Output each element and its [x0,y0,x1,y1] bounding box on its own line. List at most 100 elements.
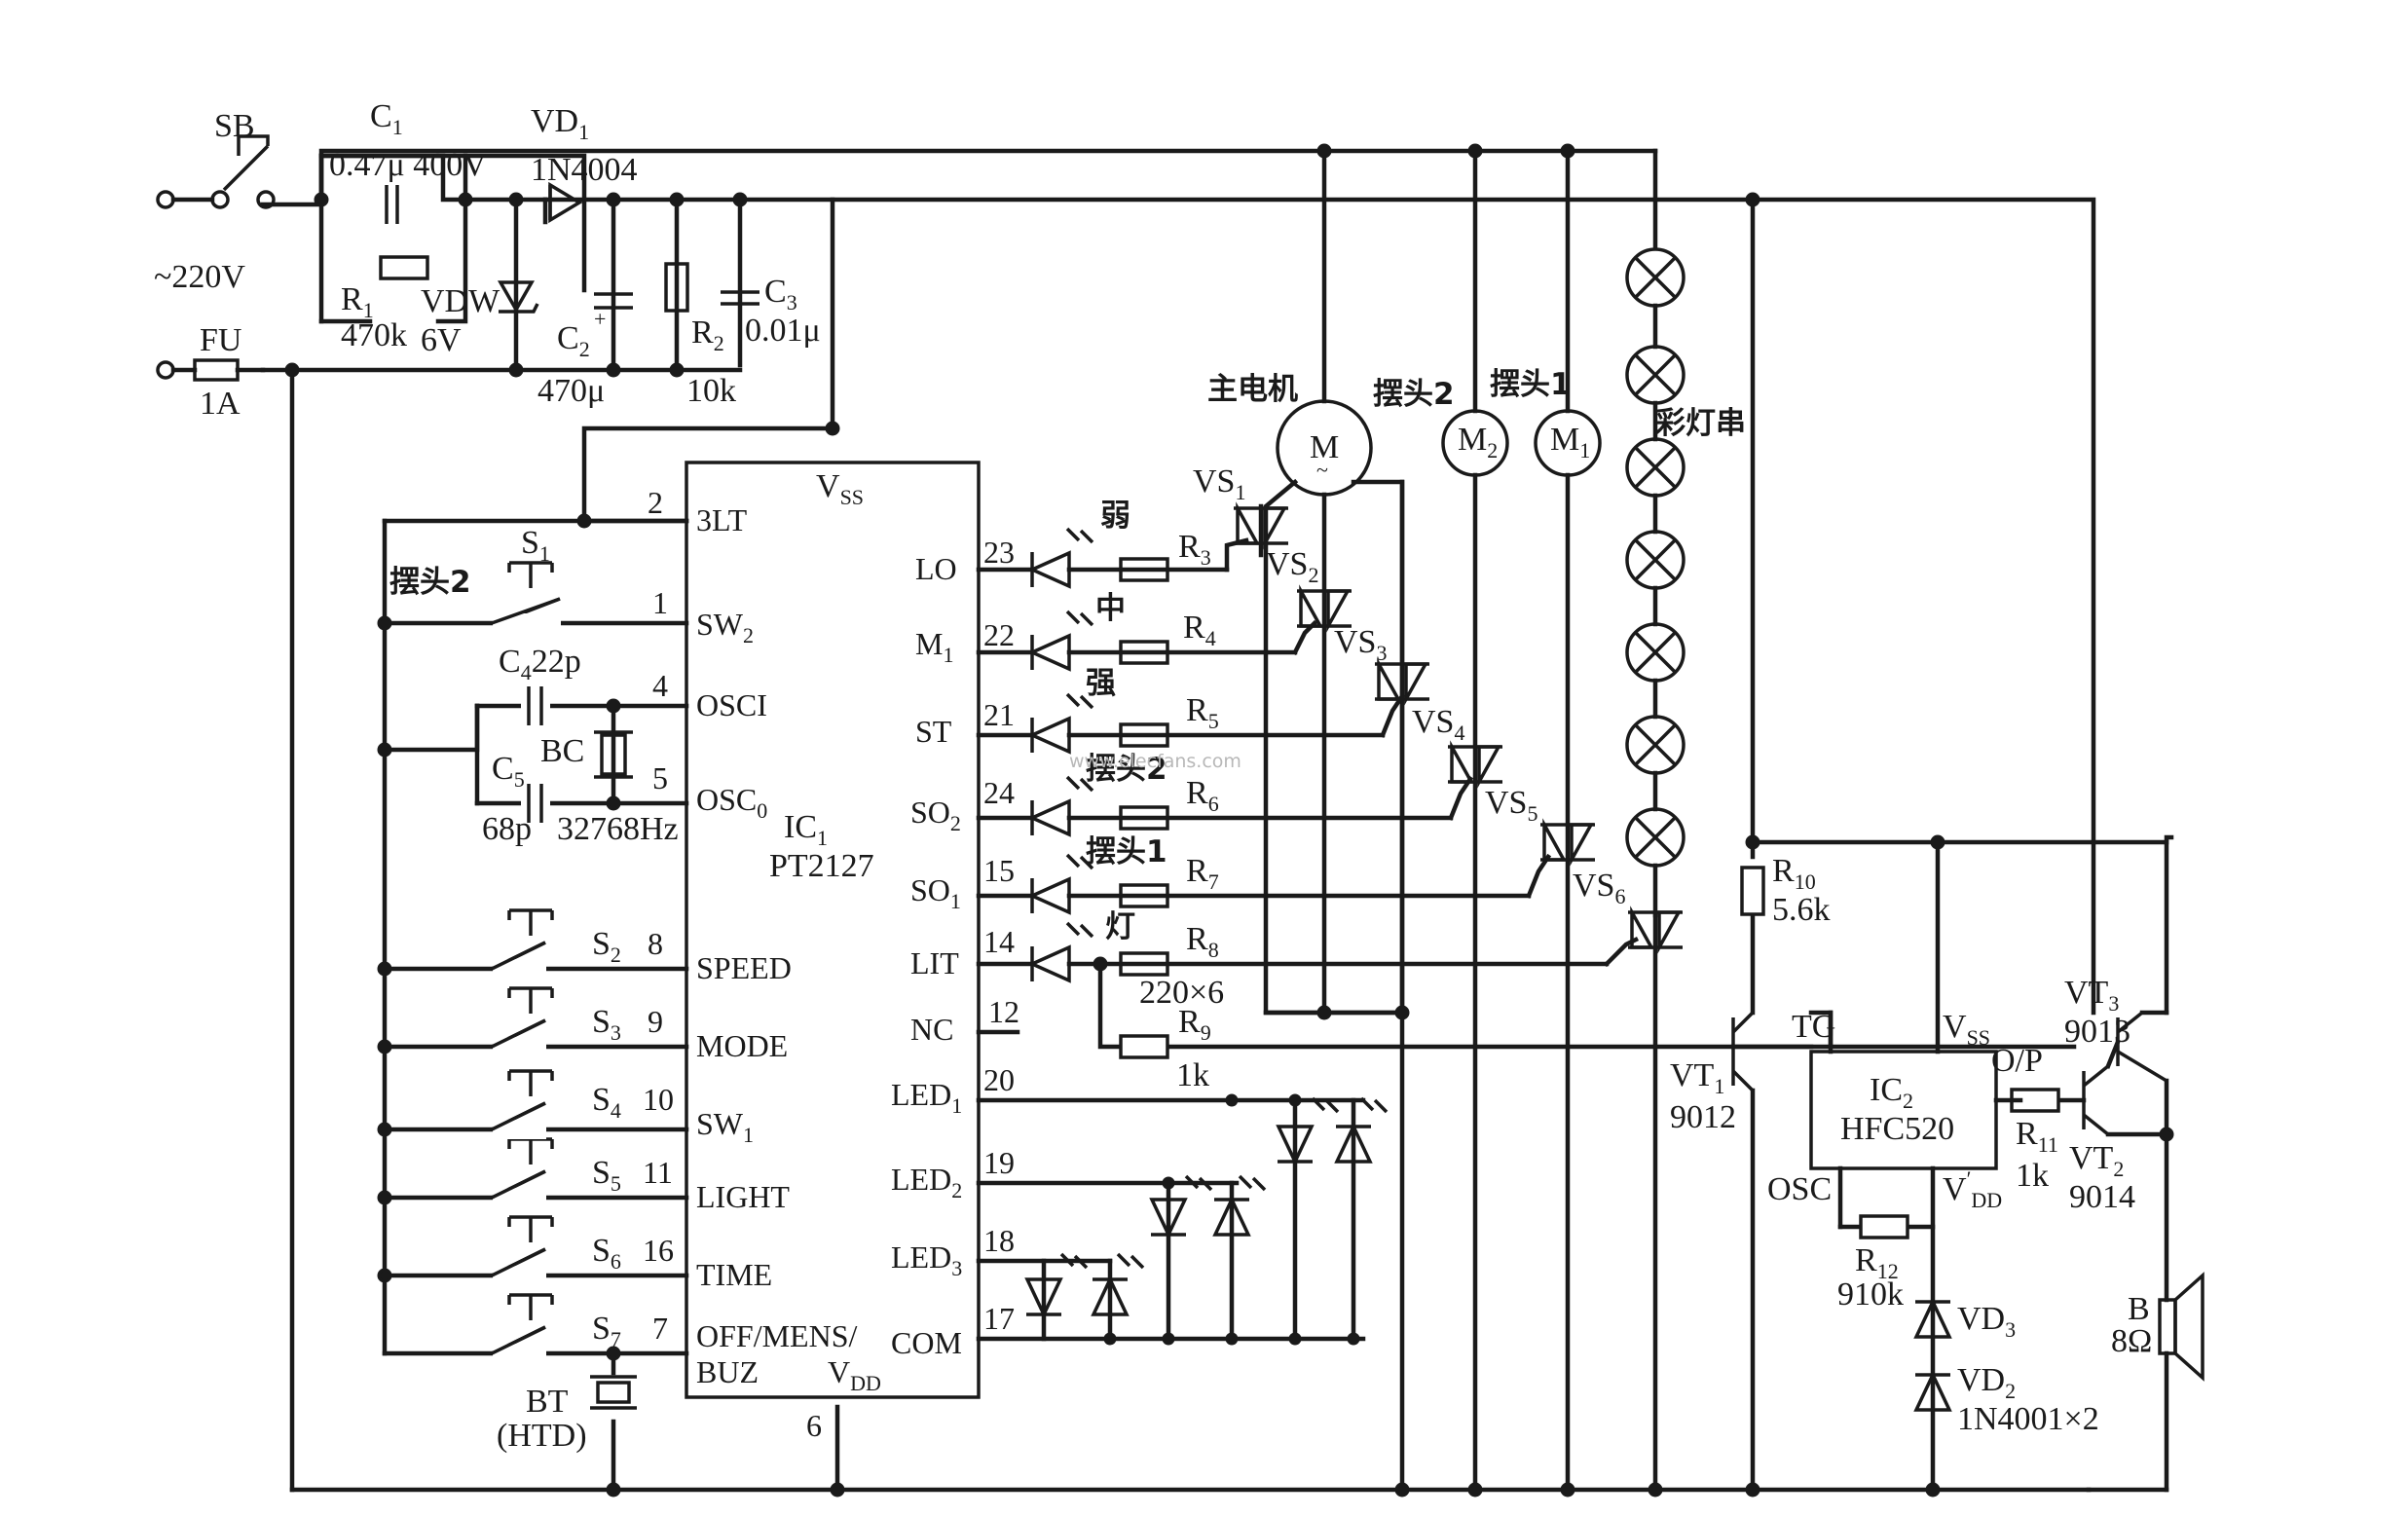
gap [493,1188,546,1207]
motor-tap [1351,479,1405,1016]
led-rays-set [1065,527,1094,939]
label-led-swing1: 摆头1 [1086,834,1167,869]
label-swing2-motor: 摆头2 [1373,377,1455,412]
label-r1-value: 470k [341,317,407,353]
pin-label-led2: LED2 [891,1162,962,1202]
crystal-bc [600,733,627,776]
pin-number-16: 16 [643,1233,674,1268]
watermark: www.elecfans.com [1069,751,1241,772]
label-c2-value: 470μ [537,373,605,409]
label-vdw-value: 6V [421,322,462,358]
label-c1-value: 0.47μ 400V [329,147,487,183]
switch-s1-redraw [491,597,561,625]
led-weak [1030,550,1071,589]
label-vss2: VSS [1943,1009,1990,1050]
pin-label-sw1: SW1 [696,1106,754,1147]
label-vs3: VS3 [1334,624,1387,665]
label-led-swing2: 摆头2 [1086,752,1167,787]
pin-number-14: 14 [983,924,1015,959]
label-fu: FU [200,322,241,358]
lamp-string [1625,247,1686,918]
label-c3-value: 0.01μ [745,313,821,349]
pin-label-osco: OSC0 [696,782,767,823]
gate-vs5 [1526,853,1552,899]
label-vd3: VD3 [1957,1301,2016,1342]
led-pair-3 [1024,1252,1145,1342]
sb-contact-a [210,190,230,209]
vt3-emitter [2117,1050,2167,1083]
gap [493,1266,546,1285]
label-led-lamp: 灯 [1105,909,1135,944]
gate-vs3 [1380,692,1406,738]
pin-number-15: 15 [983,853,1015,888]
label-led-weak: 弱 [1100,499,1130,534]
label-vt2-value: 9014 [2069,1179,2135,1215]
label-vdd2: V′DD [1943,1166,2002,1212]
label-motor-m1: M1 [1550,422,1590,462]
label-vt2: VT2 [2069,1140,2124,1181]
label-bc: BC [540,733,584,769]
label-c3: C3 [764,274,797,314]
gap [493,613,561,633]
pin-number-12: 12 [988,994,1019,1029]
label-r10: R10 [1772,853,1816,894]
pin-label-mode: MODE [696,1028,788,1063]
pin-label-nc: NC [910,1012,953,1047]
sb-actuator [237,134,270,156]
label-c2: C2 [557,320,590,361]
label-ic1: IC1 [784,809,828,850]
r10-resistor [1740,866,1765,916]
gap [493,959,546,979]
label-r5: R5 [1186,692,1219,733]
wire-r9 [1097,961,1123,1050]
label-ic2-part: HFC520 [1840,1111,1954,1147]
gap [493,1037,546,1056]
wire [2164,834,2174,845]
pin-number-10: 10 [643,1082,674,1117]
label-c2-polarity: + [594,307,606,331]
ic2-body [1809,1050,1998,1170]
speaker-b [2158,1298,2177,1355]
gap [493,1344,546,1363]
label-r7: R7 [1186,853,1219,894]
label-speaker-b: B [2128,1291,2150,1327]
led-pair-2 [1149,1174,1267,1342]
label-s6: S6 [592,1233,621,1274]
label-ic1-part: PT2127 [769,848,874,884]
label-c5: C5 [492,751,525,792]
sb-contact-b [256,190,276,209]
label-vs2: VS2 [1266,546,1318,587]
led-mid [1030,633,1071,672]
label-bt-value: (HTD) [497,1418,587,1454]
ic1-body [685,461,981,1399]
label-vss: VSS [816,468,864,509]
vt3-collector [2116,1011,2144,1034]
label-r10-value: 5.6k [1772,892,1831,928]
pin-label-vdd: VDD [828,1354,881,1395]
pin-number-4: 4 [652,668,668,703]
label-vt1-value: 9012 [1670,1099,1736,1135]
label-xtal-value: 32768Hz [557,811,679,847]
label-r2: R2 [691,314,724,355]
led-strong [1030,716,1071,755]
junctions [284,143,2174,1498]
wire [1906,1165,1936,1230]
pin-number-5: 5 [652,760,668,795]
label-vt1: VT1 [1670,1057,1724,1098]
led-swing1 [1030,876,1071,915]
buzzer-bt [596,1381,631,1404]
label-s3: S3 [592,1004,621,1045]
label-vs6: VS6 [1573,868,1625,908]
label-bt: BT [526,1384,569,1420]
r1-resistor [379,255,429,280]
label-r1: R1 [341,281,374,322]
label-vs1: VS1 [1193,463,1245,504]
led-swing2 [1030,798,1071,837]
gap [521,791,550,816]
pin-label-com: COM [891,1325,962,1360]
pin-label-speed: SPEED [696,950,792,985]
label-main-motor: 主电机 [1207,372,1298,407]
rail-ac-top [318,148,1658,159]
label-r12: R12 [1855,1242,1899,1283]
